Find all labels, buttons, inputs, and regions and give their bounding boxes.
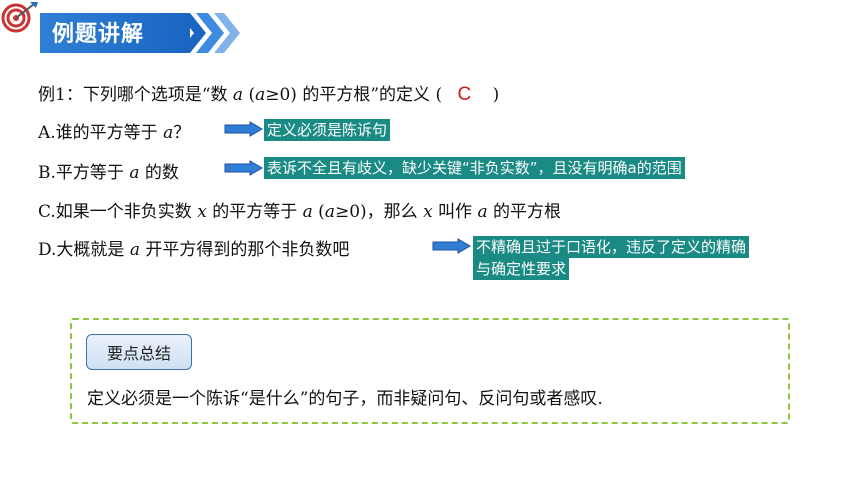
question-prefix: 例1：下列哪个选项是“数 <box>38 85 233 105</box>
option-c-text: 的平方等于 <box>206 202 303 222</box>
question-line: 例1：下列哪个选项是“数 a (a≥0) 的平方根”的定义 ( C ) <box>38 80 499 106</box>
variable-a: a <box>477 202 488 222</box>
answer-text: C <box>457 84 472 105</box>
option-a-end: ？ <box>173 123 191 143</box>
option-d-text: D.大概就是 <box>38 240 130 260</box>
summary-label: 要点总结 <box>86 334 192 370</box>
variable-a: a <box>129 163 140 183</box>
option-c-text: 的平方根 <box>487 202 562 222</box>
question-suffix: ) <box>492 85 500 105</box>
option-c-text: C.如果一个非负实数 <box>38 202 198 222</box>
variable-x: x <box>423 202 433 222</box>
chevron-right-icon <box>178 13 240 53</box>
arrow-right-icon <box>224 160 263 176</box>
arrow-right-icon <box>224 121 263 137</box>
option-c-text: ≥0)，那么 <box>334 202 424 222</box>
variable-a: a <box>302 202 313 222</box>
variable-a: a <box>129 240 140 260</box>
variable-a: a <box>163 123 174 143</box>
variable-a: a <box>232 85 244 105</box>
page-title: 例题讲解 <box>52 22 145 47</box>
option-d-text: 开平方得到的那个非负数吧 <box>139 240 350 260</box>
variable-a: a <box>324 202 335 222</box>
summary-text: 定义必须是一个陈诉“是什么”的句子，而非疑问句、反问句或者感叹. <box>87 389 603 409</box>
option-d: D.大概就是 a 开平方得到的那个非负数吧 <box>38 235 349 260</box>
arrow-right-icon <box>432 238 471 254</box>
option-b-text: B.平方等于 <box>38 163 130 183</box>
option-c-text: 叫作 <box>432 202 478 222</box>
variable-x: x <box>197 202 207 222</box>
header-banner <box>40 13 190 53</box>
note-a: 定义必须是陈诉句 <box>264 119 391 141</box>
option-a: A.谁的平方等于 a？ <box>38 118 190 143</box>
note-b: 表诉不全且有歧义，缺少关键“非负实数”，且没有明确a的范围 <box>264 157 685 179</box>
option-b-end: 的数 <box>139 163 179 183</box>
option-c: C.如果一个非负实数 x 的平方等于 a (a≥0)，那么 x 叫作 a 的平方… <box>38 197 561 222</box>
question-mid: ( <box>243 85 256 105</box>
summary-box <box>70 318 790 424</box>
option-c-text: ( <box>312 202 325 222</box>
note-d-line2: 与确定性要求 <box>473 258 570 280</box>
target-icon <box>1 2 38 33</box>
option-b: B.平方等于 a 的数 <box>38 158 179 183</box>
variable-a: a <box>255 85 266 105</box>
note-d-line1: 不精确且过于口语化，违反了定义的精确 <box>473 236 750 258</box>
question-mid: ≥0) 的平方根”的定义 ( <box>265 85 443 105</box>
option-a-text: A.谁的平方等于 <box>38 123 164 143</box>
